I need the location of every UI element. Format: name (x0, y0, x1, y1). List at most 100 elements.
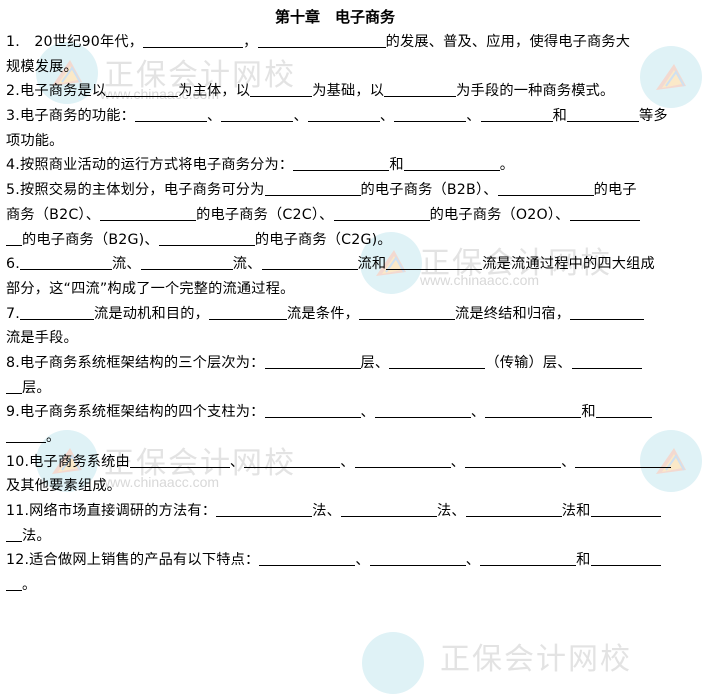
fill-in-blank[interactable] (569, 205, 640, 221)
fill-in-blank[interactable] (384, 81, 457, 98)
question-text: 及其他要素组成。 (6, 478, 122, 495)
fill-in-blank[interactable] (259, 550, 356, 567)
question-text: 的发展、普及、应用，使得电子商务大 (385, 34, 631, 50)
fill-in-blank[interactable] (6, 526, 22, 542)
fill-in-blank[interactable] (135, 106, 208, 123)
fill-in-blank[interactable] (590, 501, 661, 518)
question-text: （传输）层、 (485, 354, 572, 371)
fill-in-blank[interactable] (216, 501, 313, 518)
question-text: 为主体，以 (178, 83, 251, 100)
fill-in-blank[interactable] (590, 550, 661, 567)
fill-in-blank[interactable] (143, 32, 244, 48)
fill-in-blank[interactable] (567, 106, 639, 123)
fill-in-blank[interactable] (571, 353, 642, 369)
fill-in-blank[interactable] (369, 550, 466, 567)
question-8-line: 8.电子商务系统框架结构的三个层次为：层、（传输）层、 (6, 351, 694, 376)
question-text: 流和 (357, 256, 387, 273)
fill-in-blank[interactable] (19, 304, 94, 320)
question-number: 4. (6, 157, 20, 174)
fill-in-blank[interactable] (595, 402, 652, 419)
question-text: 为手段的一种商务模式。 (456, 83, 615, 100)
fill-in-blank[interactable] (480, 550, 577, 567)
fill-in-blank[interactable] (261, 254, 358, 271)
question-number: 9. (6, 404, 20, 421)
fill-in-blank[interactable] (570, 304, 645, 320)
question-text: 层。 (22, 379, 51, 396)
question-text: 的电子 (593, 182, 637, 199)
question-text: 、 (355, 552, 370, 569)
fill-in-blank[interactable] (264, 353, 361, 369)
fill-in-blank[interactable] (100, 205, 197, 221)
fill-in-blank[interactable] (341, 501, 437, 518)
question-10-line: 10.电子商务系统由、、、、 (6, 450, 694, 475)
question-text: 的电子商务（O2O）、 (429, 206, 570, 223)
fill-in-blank[interactable] (244, 452, 341, 468)
question-number: 11. (6, 503, 30, 520)
fill-in-blank[interactable] (6, 378, 22, 394)
fill-in-blank[interactable] (394, 106, 467, 123)
question-text: ， (243, 34, 258, 50)
fill-in-blank[interactable] (221, 106, 294, 123)
question-text: 、 (207, 108, 222, 125)
fill-in-blank[interactable] (140, 254, 233, 271)
fill-in-blank[interactable] (497, 180, 594, 197)
question-list: 1. 20世纪90年代，，的发展、普及、应用，使得电子商务大规模发展。2.电子商… (6, 30, 694, 598)
question-text: 网络市场直接调研的方法有： (29, 503, 217, 520)
fill-in-blank[interactable] (480, 106, 553, 123)
question-text: 项功能。 (6, 132, 64, 149)
fill-in-blank[interactable] (209, 304, 288, 320)
question-text: 电子商务系统框架结构的四个支柱为： (19, 404, 265, 421)
fill-in-blank[interactable] (333, 205, 430, 221)
question-number: 8. (6, 354, 20, 371)
fill-in-blank[interactable] (293, 155, 390, 172)
fill-in-blank[interactable] (465, 452, 562, 468)
question-9-line: 9.电子商务系统框架结构的四个支柱为：、、和 (6, 400, 694, 425)
fill-in-blank[interactable] (575, 452, 672, 468)
question-text: 层、 (360, 354, 390, 371)
fill-in-blank[interactable] (264, 180, 361, 197)
question-text: 法。 (22, 527, 51, 544)
fill-in-blank[interactable] (307, 106, 380, 123)
question-5-line: 的电子商务（B2G)、的电子商务（C2G)。 (6, 228, 694, 253)
question-text: 按照商业活动的运行方式将电子商务分为： (19, 157, 294, 174)
fill-in-blank[interactable] (6, 427, 46, 443)
fill-in-blank[interactable] (158, 230, 255, 246)
question-text: 20世纪90年代， (19, 34, 144, 50)
question-12-line: 。 (6, 573, 694, 598)
question-text: 。 (499, 157, 515, 174)
fill-in-blank[interactable] (6, 575, 22, 592)
fill-in-blank[interactable] (264, 402, 361, 419)
question-text: 和 (576, 552, 591, 569)
fill-in-blank[interactable] (386, 254, 483, 271)
question-number: 3. (6, 108, 20, 125)
question-number: 6. (6, 256, 20, 273)
question-text: 。 (46, 429, 61, 445)
fill-in-blank[interactable] (6, 230, 22, 246)
fill-in-blank[interactable] (106, 81, 179, 98)
question-text: 、 (465, 552, 481, 569)
question-text: 流是终结和归宿， (455, 305, 571, 322)
fill-in-blank[interactable] (250, 81, 313, 98)
fill-in-blank[interactable] (389, 353, 486, 369)
fill-in-blank[interactable] (359, 304, 455, 320)
document-page: 第十章 电子商务 1. 20世纪90年代，，的发展、普及、应用，使得电子商务大规… (6, 8, 694, 598)
question-12-line: 12.适合做网上销售的产品有以下特点：、、和 (6, 548, 694, 573)
fill-in-blank[interactable] (257, 32, 386, 48)
question-8-line: 层。 (6, 376, 694, 401)
fill-in-blank[interactable] (465, 501, 562, 518)
fill-in-blank[interactable] (19, 254, 112, 271)
watermark-logo-icon (362, 632, 424, 694)
question-text: 法、 (437, 503, 466, 520)
question-text: 、 (293, 108, 308, 125)
fill-in-blank[interactable] (129, 452, 230, 468)
fill-in-blank[interactable] (374, 402, 471, 419)
fill-in-blank[interactable] (485, 402, 582, 419)
question-text: 、 (229, 453, 245, 470)
question-6-line: 部分，这“四流”构成了一个完整的流通过程。 (6, 277, 694, 302)
fill-in-blank[interactable] (354, 452, 451, 468)
question-text: 的电子商务（B2G)、 (22, 231, 159, 248)
question-7-line: 7.流是动机和目的，流是条件，流是终结和归宿， (6, 302, 694, 327)
question-6-line: 6.流、流、流和流是流通过程中的四大组成 (6, 252, 694, 277)
fill-in-blank[interactable] (403, 155, 500, 172)
question-text: 、 (340, 453, 355, 470)
